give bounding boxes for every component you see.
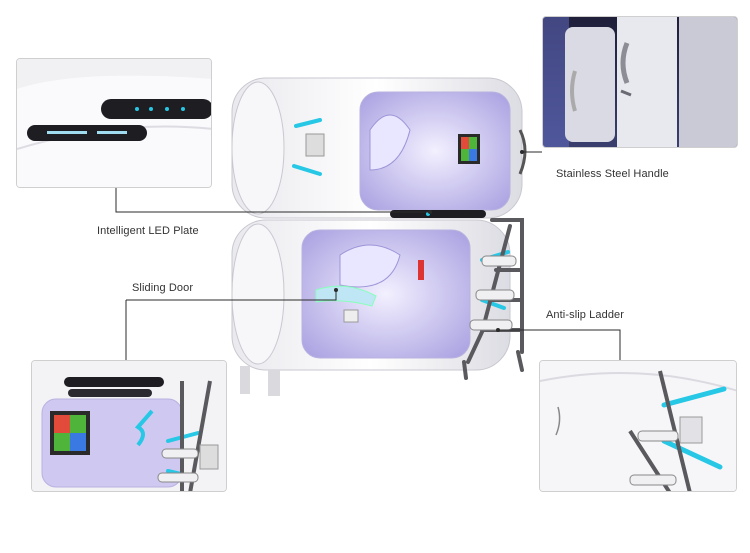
stainless-handle-detail-image [542,16,738,148]
led-plate-label: Intelligent LED Plate [97,225,199,237]
sliding-door-label: Sliding Door [132,282,194,294]
capsule-pod-product [220,70,540,400]
ladder-label: Anti-slip Ladder [546,309,625,321]
led-plate-detail-image [16,58,212,188]
anti-slip-ladder-detail-image [539,360,737,492]
sliding-door-detail-image [31,360,227,492]
handle-label: Stainless Steel Handle [556,168,669,180]
